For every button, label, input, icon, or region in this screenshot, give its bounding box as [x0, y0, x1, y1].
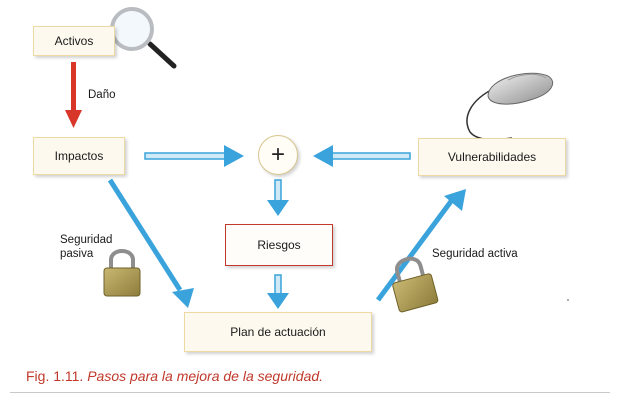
figure-caption: Fig. 1.11. Pasos para la mejora de la se… [26, 368, 323, 384]
plus-to-riesgos-arrow [267, 179, 289, 216]
seguridad-activa-label: Seguridad activa [432, 248, 518, 260]
plus-node: + [258, 135, 298, 175]
speck [567, 299, 569, 301]
vulnerabilidades-to-plus-arrow [313, 145, 411, 167]
impactos-to-plus-arrow [144, 145, 244, 167]
vulnerabilidades-box: Vulnerabilidades [418, 138, 566, 176]
plan-box: Plan de actuación [184, 312, 372, 352]
padlock-icon [392, 256, 439, 313]
vulnerabilidades-label: Vulnerabilidades [447, 150, 537, 164]
impactos-label: Impactos [54, 149, 104, 163]
plan-to-vulnerabilidades-arrow [375, 189, 466, 302]
dano-arrow [65, 62, 82, 128]
mouse-icon [466, 72, 553, 141]
impactos-box: Impactos [33, 137, 125, 175]
padlock-icon [103, 249, 141, 297]
caption-text: Pasos para la mejora de la seguridad. [87, 368, 324, 384]
activos-box: Activos [33, 26, 115, 56]
plan-label: Plan de actuación [230, 325, 326, 339]
impactos-to-plan-arrow [107, 178, 194, 308]
divider [10, 392, 610, 393]
riesgos-label: Riesgos [257, 238, 301, 252]
dano-label: Daño [88, 89, 116, 101]
caption-number: Fig. 1.11. [26, 368, 84, 384]
riesgos-box: Riesgos [225, 224, 333, 266]
seguridad-pasiva-label: Seguridad pasiva [60, 234, 113, 260]
riesgos-to-plan-arrow [267, 274, 289, 309]
plus-icon: + [270, 141, 285, 168]
magnifier-icon [110, 7, 177, 69]
activos-label: Activos [54, 34, 94, 48]
